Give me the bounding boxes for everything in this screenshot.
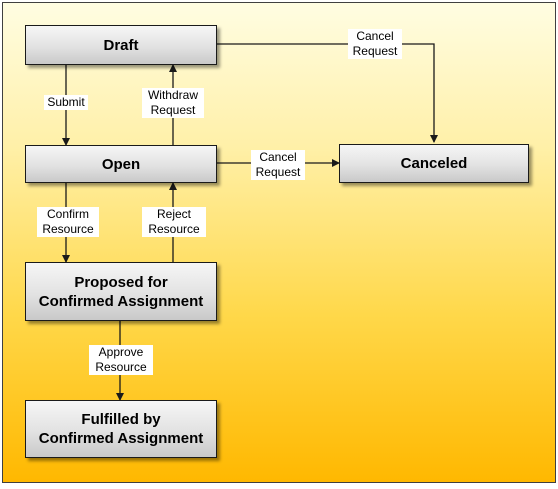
label-withdraw-request: Withdraw Request <box>142 88 204 118</box>
state-diagram: Draft Open Canceled Proposed for Confirm… <box>2 2 556 483</box>
state-proposed: Proposed for Confirmed Assignment <box>25 262 217 321</box>
label-confirm-resource: Confirm Resource <box>37 207 99 237</box>
state-fulfilled: Fulfilled by Confirmed Assignment <box>25 400 217 458</box>
cancel-request-draft-arrow <box>217 43 438 143</box>
state-open: Open <box>25 145 217 183</box>
label-cancel-request-open: Cancel Request <box>251 150 305 180</box>
state-canceled: Canceled <box>339 144 529 183</box>
label-reject-resource: Reject Resource <box>142 207 206 237</box>
label-approve-resource: Approve Resource <box>89 345 153 375</box>
label-cancel-request-draft: Cancel Request <box>348 29 402 59</box>
state-draft: Draft <box>25 25 217 65</box>
label-submit: Submit <box>44 95 88 110</box>
